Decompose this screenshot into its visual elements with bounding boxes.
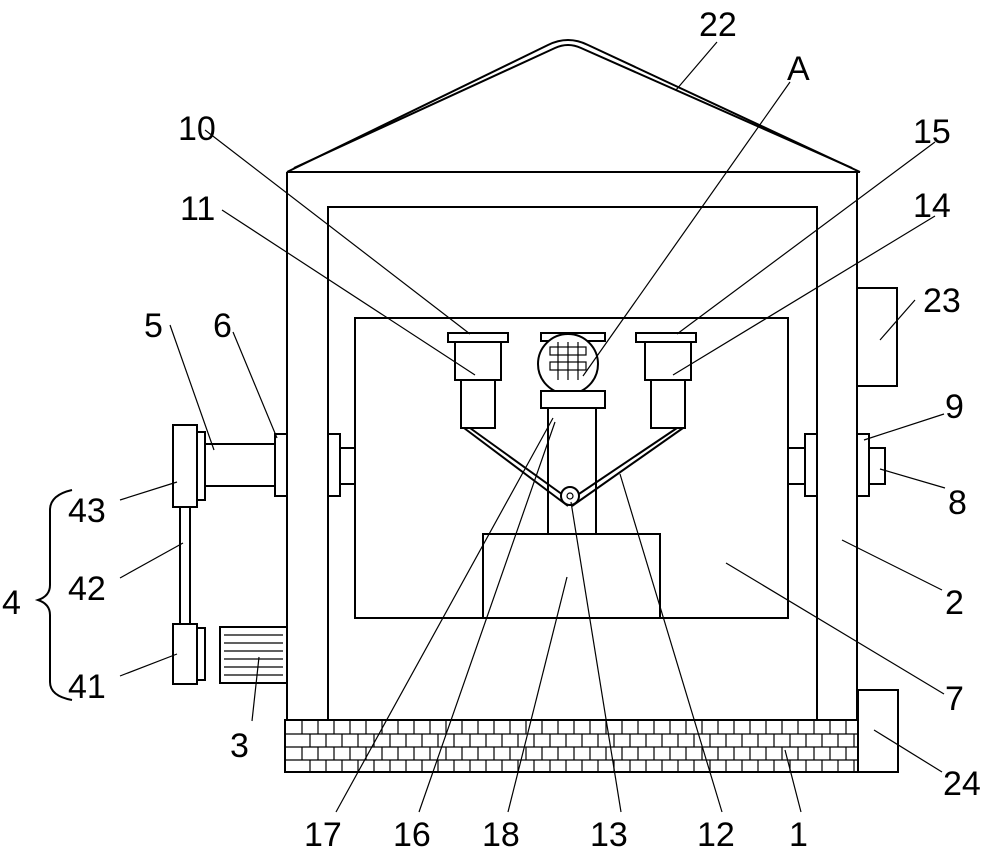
label-17: 17: [304, 816, 342, 854]
label-11: 11: [180, 190, 215, 228]
left-nozzle: [447, 332, 509, 429]
label-42: 42: [68, 570, 106, 608]
label-10: 10: [178, 110, 216, 148]
label-15: 15: [913, 113, 951, 151]
right-bearing: [787, 433, 886, 497]
label-12: 12: [697, 816, 735, 854]
label-2: 2: [945, 584, 964, 622]
label-16: 16: [393, 816, 431, 854]
label-9: 9: [945, 388, 964, 426]
belt-drive: [172, 424, 206, 685]
label-6: 6: [213, 307, 232, 345]
label-A: A: [787, 50, 810, 88]
callout-labels: 22 A 10 15 11 14 23 5 6 9 43 8 4 42 2 41…: [2, 6, 981, 854]
label-1: 1: [789, 816, 808, 854]
left-bearing: [202, 433, 356, 497]
center-column: [482, 332, 661, 619]
control-panel: [856, 287, 898, 387]
label-41: 41: [68, 668, 106, 706]
v-cables: [463, 427, 684, 507]
label-8: 8: [948, 484, 967, 522]
leader-lines: [119, 41, 946, 813]
label-23: 23: [923, 282, 961, 320]
label-43: 43: [68, 492, 106, 530]
group-brace: [34, 489, 73, 701]
label-7: 7: [945, 680, 964, 718]
base-plate: [284, 719, 859, 773]
label-18: 18: [482, 816, 520, 854]
label-3: 3: [230, 727, 249, 765]
roof: [286, 39, 861, 173]
outlet-block: [857, 689, 899, 773]
label-13: 13: [590, 816, 628, 854]
label-5: 5: [144, 307, 163, 345]
label-4: 4: [2, 584, 21, 622]
right-nozzle: [635, 332, 697, 429]
label-14: 14: [913, 187, 951, 225]
motor: [219, 626, 288, 684]
label-24: 24: [943, 765, 981, 803]
label-22: 22: [699, 6, 737, 44]
